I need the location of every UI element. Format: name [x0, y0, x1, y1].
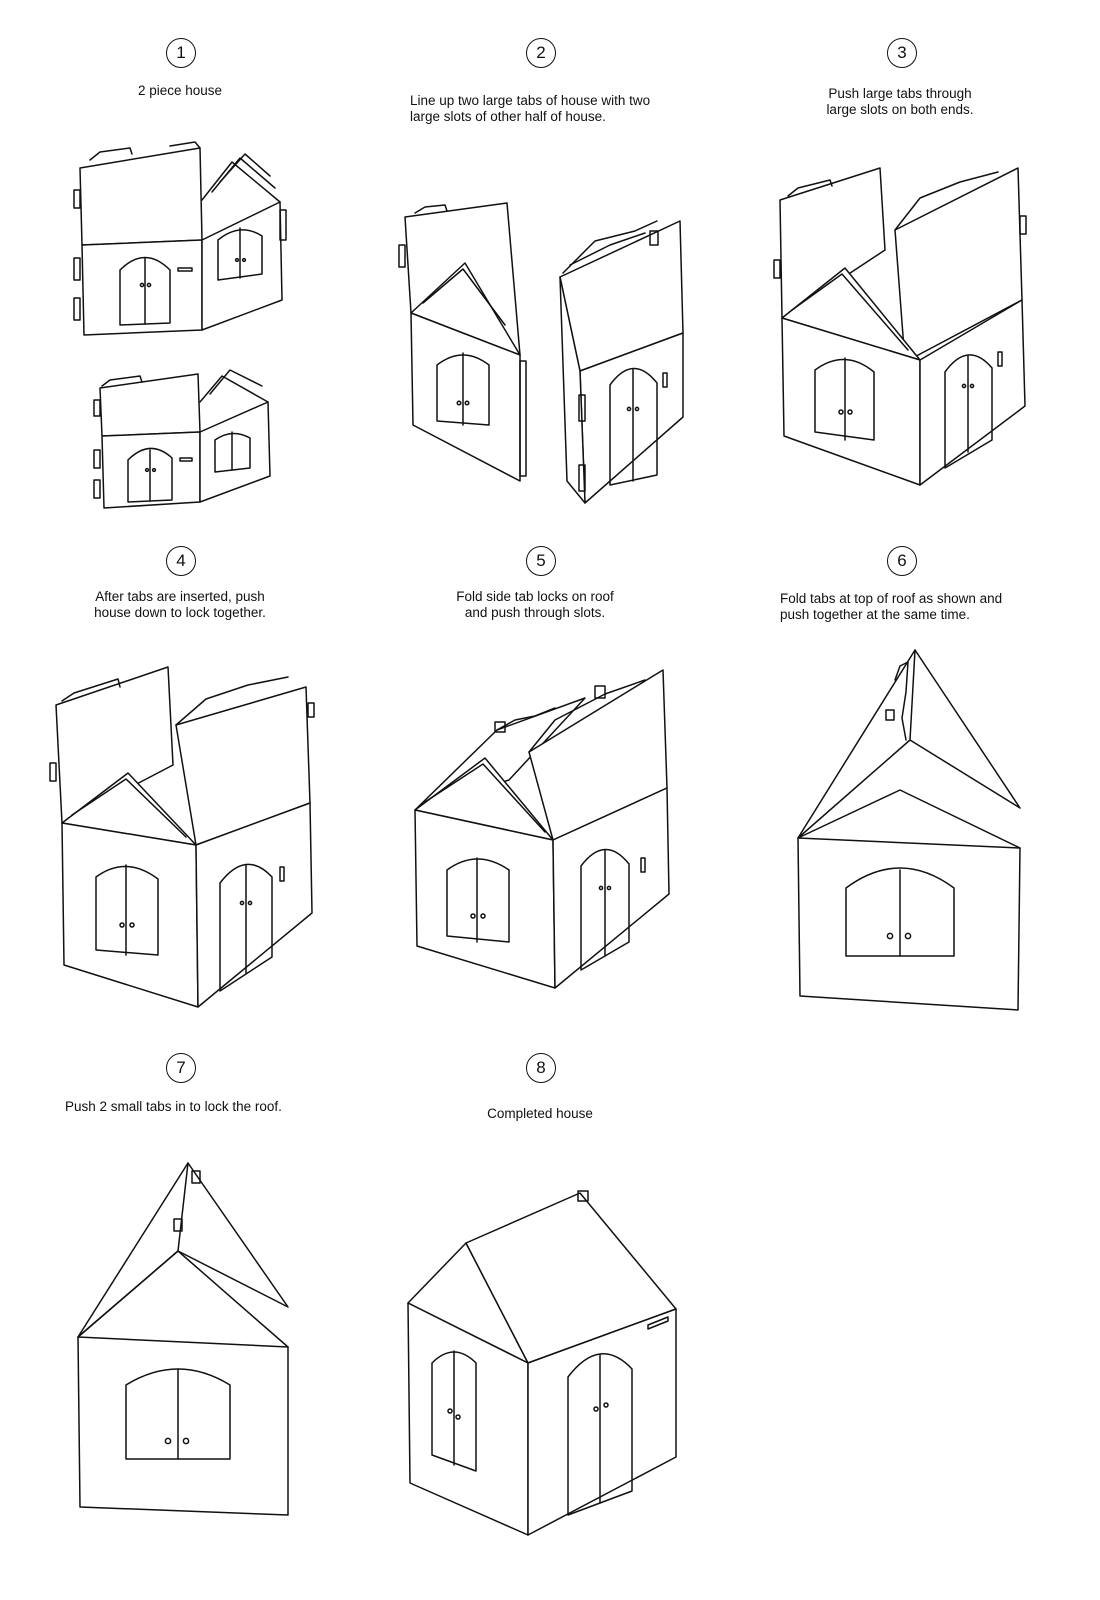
roof-locked-illustration	[77, 1162, 289, 1516]
step-caption: Completed house	[487, 1106, 593, 1121]
completed-house-illustration	[407, 1190, 677, 1536]
step-caption: Line up two large tabs of house with two…	[410, 93, 651, 124]
step-number: 8	[526, 1053, 556, 1083]
roof-side-locks-illustration	[414, 669, 670, 989]
house-pushed-down-illustration	[49, 666, 315, 1008]
step-number: 7	[166, 1053, 196, 1083]
step-caption: Fold tabs at top of roof as shown and pu…	[780, 591, 1003, 622]
step-caption: Fold side tab locks on roof and push thr…	[456, 589, 614, 620]
step-number: 5	[526, 546, 556, 576]
step-caption: 2 piece house	[137, 83, 223, 98]
step-caption: After tabs are inserted, push house down…	[94, 589, 266, 620]
step-number: 1	[166, 38, 196, 68]
two-piece-house-flat-illustration	[73, 141, 287, 509]
step-number: 3	[887, 38, 917, 68]
step-caption: Push large tabs through large slots on b…	[826, 86, 974, 117]
halves-aligned-illustration	[398, 202, 684, 504]
step-number: 6	[887, 546, 917, 576]
tabs-pushed-through-illustration	[773, 167, 1027, 486]
step-number: 2	[526, 38, 556, 68]
step-caption: Push 2 small tabs in to lock the roof.	[65, 1099, 282, 1114]
roof-top-tabs-illustration	[797, 649, 1021, 1011]
step-number: 4	[166, 546, 196, 576]
